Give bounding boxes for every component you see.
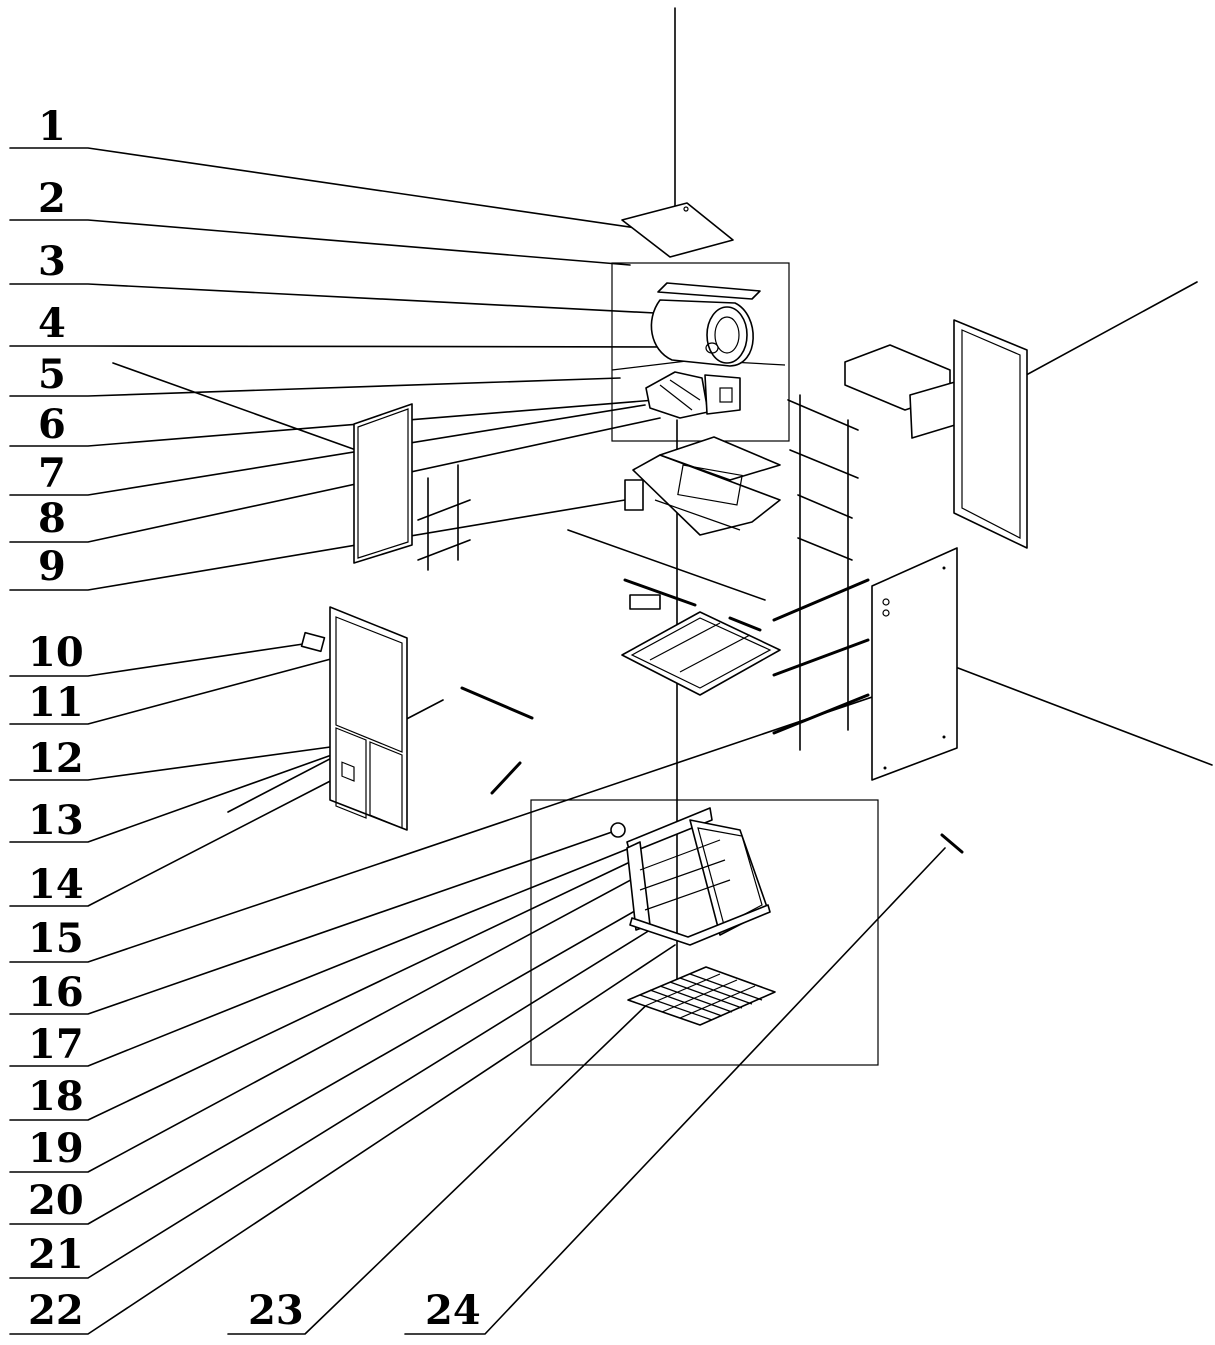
- callout-19: 19: [28, 1125, 84, 1172]
- leader-15: [9, 689, 894, 963]
- front-panel: [329, 606, 408, 831]
- leader-14: [9, 775, 341, 907]
- leader-19: [9, 874, 641, 1173]
- leader-8: [9, 417, 661, 543]
- leader-9: [9, 499, 626, 591]
- leader-center: [567, 529, 766, 601]
- callout-6: 6: [38, 401, 66, 448]
- callout-labels: 1 2 3 4 5 6 7 8 9 10 11 12 13 14 15 16 1…: [28, 103, 481, 1334]
- callout-12: 12: [28, 735, 84, 782]
- top-cover-plate: [621, 202, 734, 258]
- callout-5: 5: [38, 351, 66, 398]
- blower-fan: [650, 282, 761, 367]
- leader-2: [9, 219, 631, 266]
- leader-left-panel: [112, 362, 371, 456]
- base-tray: [621, 611, 781, 696]
- leader-10: [9, 642, 311, 677]
- callout-17: 17: [28, 1021, 84, 1068]
- callout-22: 22: [28, 1287, 84, 1334]
- callout-15: 15: [28, 915, 84, 962]
- leader-24: [404, 847, 946, 1335]
- leader-20: [9, 907, 641, 1225]
- callout-23: 23: [248, 1287, 304, 1334]
- front-panel-small-parts: [300, 631, 534, 795]
- leader-22: [9, 944, 676, 1335]
- callout-18: 18: [28, 1073, 84, 1120]
- leader-lines: [9, 7, 1213, 1335]
- leader-23: [227, 991, 661, 1335]
- small-rod: [940, 833, 964, 854]
- leader-17: [9, 847, 631, 1067]
- callout-2: 2: [38, 175, 66, 222]
- coil-assembly: [610, 807, 771, 946]
- left-support-rods: [417, 464, 471, 571]
- fan-motor-bracket: [645, 371, 741, 419]
- callout-14: 14: [28, 861, 84, 908]
- leader-right-bottom: [957, 667, 1213, 766]
- leader-7: [9, 404, 646, 496]
- callout-11: 11: [28, 679, 84, 726]
- leader-4: [9, 345, 701, 348]
- callout-1: 1: [38, 103, 66, 150]
- leader-5: [9, 377, 621, 397]
- right-side-panel: [871, 547, 958, 781]
- callout-20: 20: [28, 1177, 84, 1224]
- leader-12: [9, 744, 346, 781]
- callout-21: 21: [28, 1231, 84, 1278]
- right-bracket: [844, 344, 956, 439]
- leader-1: [9, 147, 651, 231]
- leader-11: [9, 647, 373, 725]
- back-panel-frame: [953, 319, 1028, 549]
- leader-3: [9, 283, 656, 314]
- callout-10: 10: [28, 629, 84, 676]
- callout-4: 4: [38, 300, 66, 347]
- callout-8: 8: [38, 495, 66, 542]
- callout-7: 7: [38, 450, 66, 497]
- callout-24: 24: [425, 1287, 481, 1334]
- callout-3: 3: [38, 238, 66, 285]
- leader-18: [9, 861, 631, 1121]
- callout-9: 9: [38, 543, 66, 590]
- coil-assembly-box: [530, 799, 879, 1066]
- left-side-panel: [353, 403, 413, 564]
- drain-parts: [623, 578, 762, 632]
- leader-13: [9, 751, 341, 843]
- filter-grille: [627, 966, 776, 1026]
- leader-6: [9, 399, 656, 447]
- leader-21: [9, 929, 651, 1279]
- back-frame-rods: [772, 394, 870, 751]
- callout-13: 13: [28, 797, 84, 844]
- leader-16: [9, 831, 613, 1015]
- center-chassis: [624, 436, 781, 536]
- top-cover-hole: [683, 206, 689, 212]
- callout-16: 16: [28, 969, 84, 1016]
